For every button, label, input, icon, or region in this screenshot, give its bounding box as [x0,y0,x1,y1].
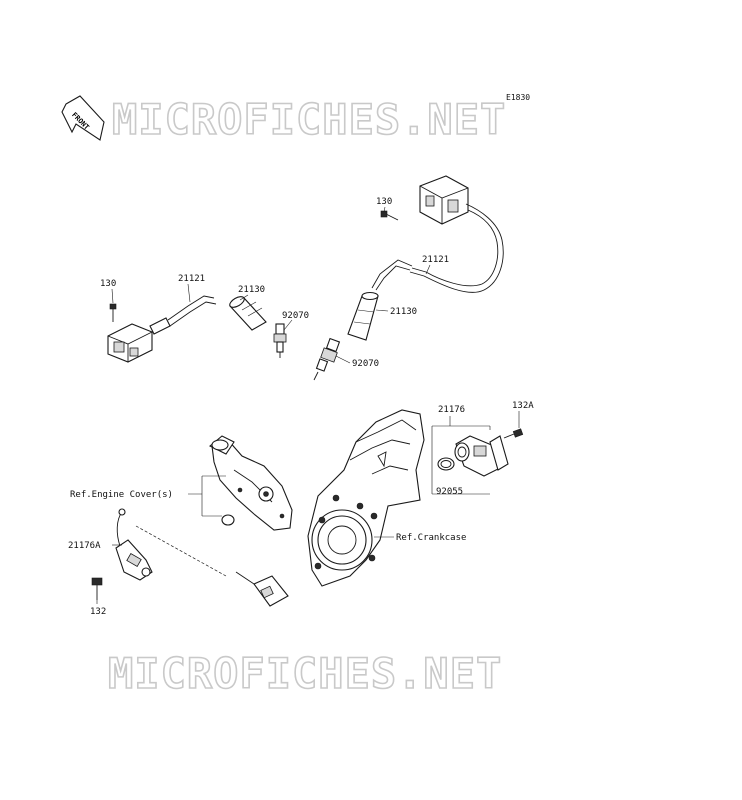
diagram-code: E1830 [506,93,530,102]
spark-plug-left [273,323,287,358]
label-92070-left: 92070 [282,311,309,321]
sensor-connector [235,571,289,607]
o-ring-92055 [437,457,455,471]
label-21176: 21176 [438,405,465,415]
plug-cap-left [229,296,267,331]
plug-cap-right [347,291,379,341]
label-132a: 132A [512,401,534,411]
label-21176a: 21176A [68,541,101,551]
bolt-132 [91,577,103,600]
ignition-coil-left [107,295,217,363]
sensor-21176a [115,508,153,581]
label-130-right: 130 [376,197,392,207]
ignition-coil-right [371,175,504,293]
label-132: 132 [90,607,106,617]
front-arrow-icon: FRONT [61,95,105,141]
label-ref-engine-cover: Ref.Engine Cover(s) [70,490,173,500]
label-ref-crankcase: Ref.Crankcase [396,533,466,543]
bolt-132a [503,428,524,439]
label-92070-right: 92070 [352,359,379,369]
label-21130-right: 21130 [390,307,417,317]
label-21121-right: 21121 [422,255,449,265]
engine-cover [209,435,293,531]
sensor-21176 [454,435,509,477]
spark-plug-right [313,337,341,381]
o-ring-left [221,514,235,526]
watermark-top: MICROFICHES.NET [112,95,506,144]
label-130-left: 130 [100,279,116,289]
watermark-bottom: MICROFICHES.NET [108,649,502,698]
crankcase [307,409,425,587]
label-21130-left: 21130 [238,285,265,295]
label-21121-left: 21121 [178,274,205,284]
label-92055: 92055 [436,487,463,497]
